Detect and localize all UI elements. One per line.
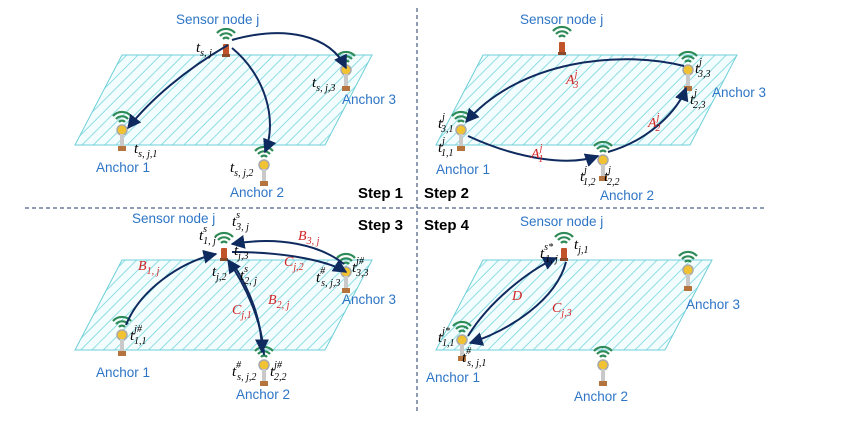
b3-label: B3, j <box>298 229 320 247</box>
t-33-label: tj#3,3 <box>352 256 368 279</box>
panel-step-4: Sensor node j Anchor 1 Anchor 2 Anchor 3… <box>426 214 740 404</box>
arrow-to-anchor-2 <box>231 47 277 154</box>
anchor-2-icon <box>255 147 273 186</box>
t-sj2-label: ts, j,2 <box>230 160 253 179</box>
t-11-label: tj*1,1 <box>438 326 454 349</box>
b2-label: B2, j <box>268 293 290 311</box>
d-label: D <box>511 289 522 304</box>
sensor-node-label: Sensor node j <box>176 12 259 27</box>
t-sj1-label: ts, j,1 <box>134 141 157 160</box>
arrow-d <box>467 256 558 337</box>
panel-step-3: Sensor node j Anchor 1 Anchor 2 Anchor 3… <box>74 210 396 402</box>
t-sj3-label: t#s, j,3 <box>316 266 340 289</box>
sensor-node-icon <box>553 27 571 55</box>
anchor-1-label: Anchor 1 <box>96 160 150 175</box>
anchor-3-label: Anchor 3 <box>712 85 766 100</box>
sensor-node-label: Sensor node j <box>520 214 603 229</box>
arrow-a2 <box>607 86 689 153</box>
anchor-2-icon <box>594 347 612 386</box>
t-j3-label: tj,3 <box>234 243 248 262</box>
plane <box>74 259 373 351</box>
t-sj-label: ts, j <box>196 40 212 59</box>
sensor-node-icon <box>215 233 233 261</box>
arrow-c3 <box>468 261 567 346</box>
arrow-b3 <box>230 235 345 265</box>
t-sj3-label: ts, j,3 <box>312 75 335 94</box>
anchor-2-label: Anchor 2 <box>230 185 284 200</box>
arrow-c2 <box>231 251 348 273</box>
step-4-label: Step 4 <box>424 217 470 234</box>
arrow-b1 <box>125 249 218 326</box>
c1-label: Cj,1 <box>232 303 252 321</box>
anchor-1-label: Anchor 1 <box>96 365 150 380</box>
anchor-2-label: Anchor 2 <box>236 387 290 402</box>
anchor-3-label: Anchor 3 <box>686 297 740 312</box>
plane <box>74 54 373 146</box>
anchor-3-label: Anchor 3 <box>342 292 396 307</box>
step-2-label: Step 2 <box>424 185 469 202</box>
anchor-2-label: Anchor 2 <box>574 389 628 404</box>
c3-label: Cj,3 <box>552 301 572 319</box>
step-1-label: Step 1 <box>358 185 403 202</box>
c2-label: Cj,2 <box>284 255 304 273</box>
t-j2-label: tj,2 <box>212 264 226 283</box>
sensor-node-label: Sensor node j <box>132 211 215 226</box>
t-j1-label: tj,1 <box>574 237 588 256</box>
plane <box>435 259 713 351</box>
arrow-a3 <box>465 58 685 124</box>
anchor-2-label: Anchor 2 <box>600 188 654 203</box>
anchor-3-label: Anchor 3 <box>342 92 396 107</box>
arrow-a1 <box>467 135 600 167</box>
arrow-to-anchor-1 <box>127 44 229 130</box>
b1-label: B1, j <box>138 259 160 277</box>
sensor-node-label: Sensor node j <box>520 12 603 27</box>
arrow-c1 <box>231 261 269 354</box>
anchor-1-label: Anchor 1 <box>426 370 480 385</box>
t-s1j-label: ts*1, j <box>540 242 558 265</box>
panel-step-2: Sensor node j Anchor 1 Anchor 2 Anchor 3… <box>435 12 766 203</box>
t-11-label: tj#1,1 <box>130 324 146 347</box>
t-sj2-label: t#s, j,2 <box>232 360 256 383</box>
anchor-1-label: Anchor 1 <box>436 162 490 177</box>
step-3-label: Step 3 <box>358 217 403 234</box>
sensor-node-icon <box>217 29 235 57</box>
t-sj1-label: t#s, j,1 <box>462 346 486 369</box>
arrow-to-anchor-3 <box>231 32 347 70</box>
t-22-label: tj#2,2 <box>270 360 286 383</box>
panel-step-1: Sensor node j Anchor 1 Anchor 2 Anchor 3… <box>74 12 396 200</box>
